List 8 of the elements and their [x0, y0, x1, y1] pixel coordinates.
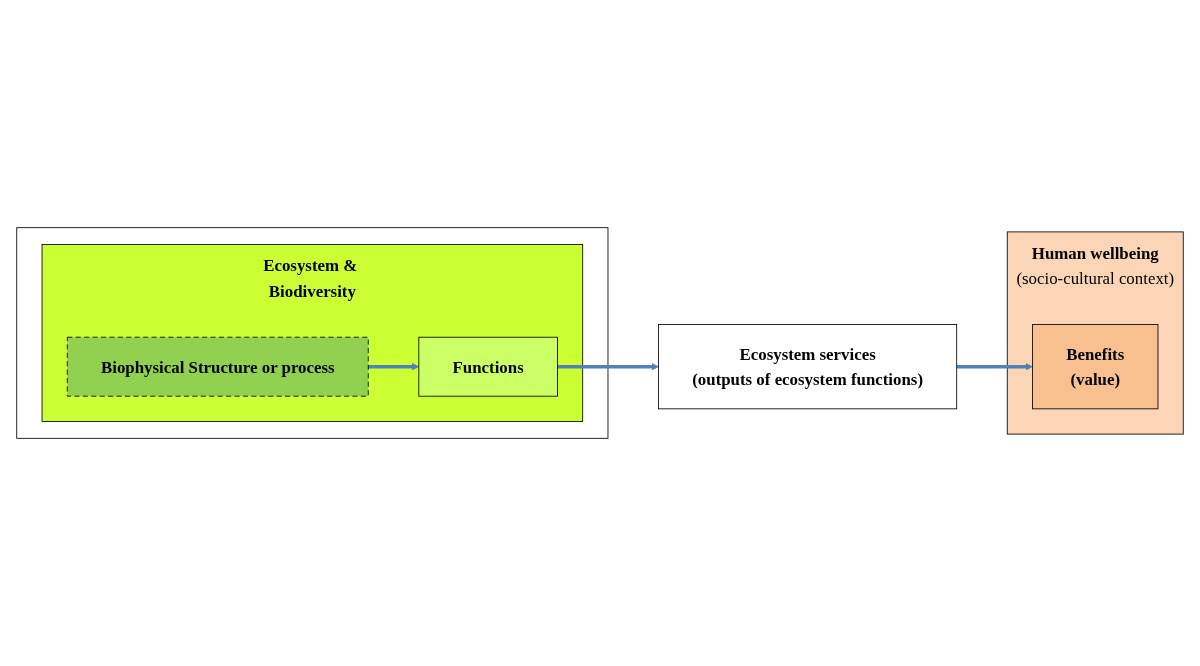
arrow — [368, 363, 420, 371]
node-box: Functions — [418, 336, 558, 397]
arrow — [557, 363, 659, 371]
cluster — [16, 227, 609, 439]
node-box: Benefits (value) — [1032, 324, 1159, 410]
arrow — [956, 363, 1033, 371]
node-box: Biophysical Structure or process — [66, 336, 369, 397]
node-box: Ecosystem services (outputs of ecosystem functions) — [658, 324, 958, 410]
